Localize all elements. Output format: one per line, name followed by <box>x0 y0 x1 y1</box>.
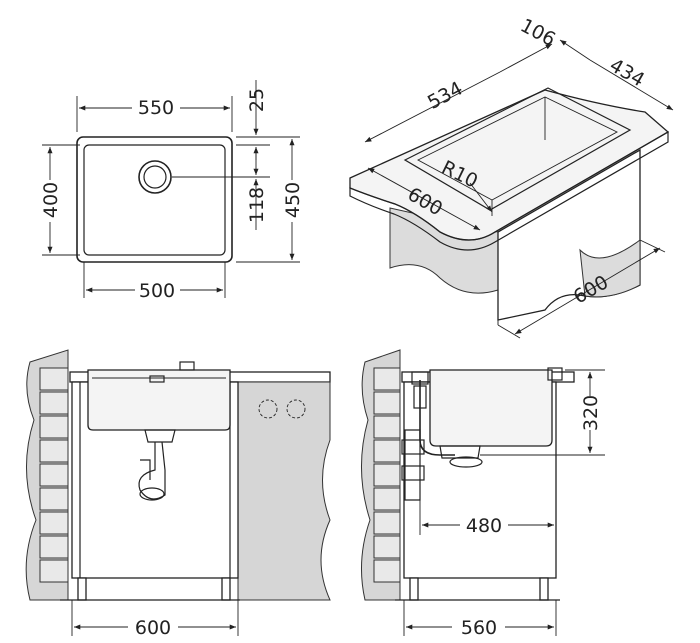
side-sink-bowl <box>429 369 553 447</box>
dim-drain-distance: 480 <box>466 515 502 537</box>
sink-inner-bowl <box>83 144 226 256</box>
dim-outer-depth: 450 <box>282 182 304 218</box>
dim-front-cabinet-width: 600 <box>135 617 171 639</box>
front-section-view: 600 <box>25 349 331 639</box>
dim-outer-width: 550 <box>138 97 174 119</box>
side-section-view: 320 480 560 <box>360 349 605 639</box>
sink-outer-outline <box>76 136 233 263</box>
dim-bowl-depth: 434 <box>606 54 648 91</box>
drain-outer <box>138 160 172 194</box>
dim-bowl-length: 534 <box>424 77 466 113</box>
dim-rim: 106 <box>517 14 559 50</box>
dim-back-offset: 25 <box>246 88 268 112</box>
dim-bowl-height: 320 <box>580 395 602 431</box>
front-sink-bowl <box>87 369 231 431</box>
top-view: 550 500 400 450 25 118 <box>40 80 304 302</box>
drain-inner <box>143 165 167 189</box>
dim-inner-width: 500 <box>139 280 175 302</box>
dim-side-cabinet-depth: 560 <box>461 617 497 639</box>
dim-drain-offset: 118 <box>246 187 268 223</box>
isometric-view: 534 106 434 R10 600 600 <box>349 14 674 339</box>
dim-inner-depth: 400 <box>40 182 62 218</box>
